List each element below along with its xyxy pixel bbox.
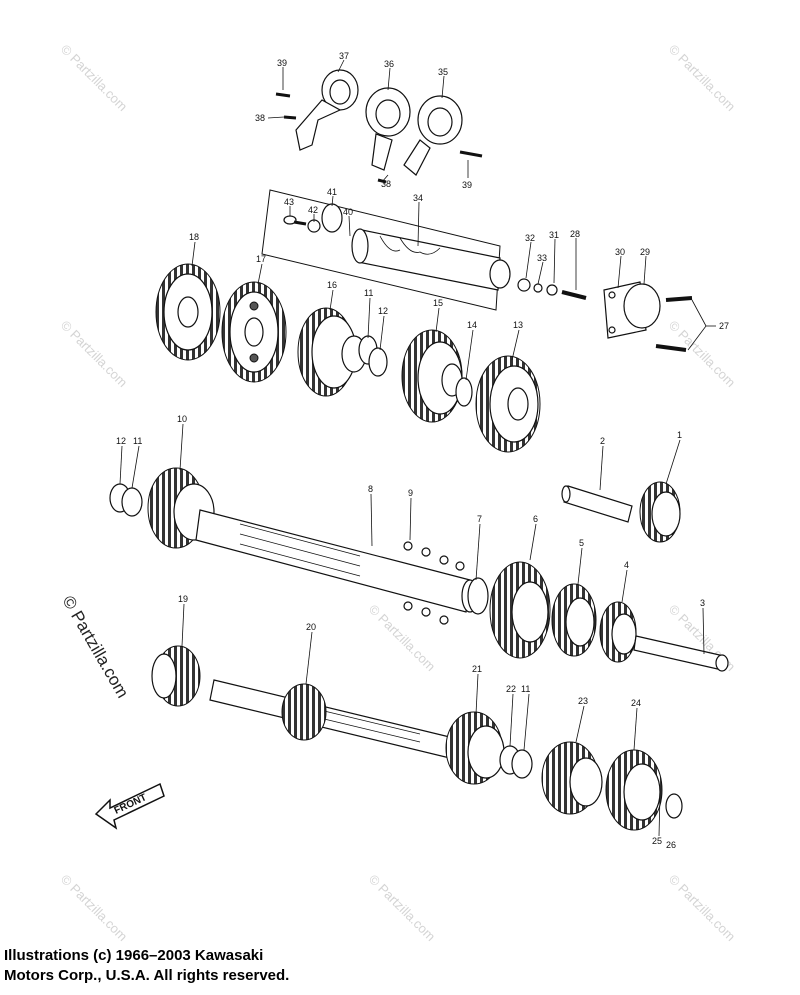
part-label[interactable]: 17 <box>256 254 266 264</box>
part-label[interactable]: 25 <box>652 836 662 846</box>
part-label[interactable]: 26 <box>666 840 676 850</box>
part-label[interactable]: 8 <box>368 484 373 494</box>
part-label[interactable]: 33 <box>537 253 547 263</box>
bearing-housing-29 <box>603 281 661 339</box>
shift-drum-frame <box>261 189 501 311</box>
part-label[interactable]: 22 <box>506 684 516 694</box>
watermark-7: © Partzilla.com <box>58 872 131 945</box>
part-label[interactable]: 13 <box>513 320 523 330</box>
part-label[interactable]: 20 <box>306 622 316 632</box>
shaft-3 <box>633 635 729 672</box>
copyright-line-1: Illustrations (c) 1966–2003 Kawasaki <box>4 947 264 964</box>
part-label[interactable]: 42 <box>308 205 318 215</box>
part-label[interactable]: 24 <box>631 698 641 708</box>
copyright-notice: Illustrations (c) 1966–2003 Kawasaki Mot… <box>4 946 289 986</box>
part-label[interactable]: 39 <box>462 180 472 190</box>
part-label[interactable]: 29 <box>640 247 650 257</box>
part-label[interactable]: 18 <box>189 232 199 242</box>
part-label[interactable]: 6 <box>533 514 538 524</box>
shift-fork-35 <box>403 95 463 176</box>
gear-13 <box>475 355 541 453</box>
gear-4 <box>599 601 637 663</box>
part-label[interactable]: 15 <box>433 298 443 308</box>
copyright-line-2: Motors Corp., U.S.A. All rights reserved… <box>4 967 290 984</box>
part-label[interactable]: 5 <box>579 538 584 548</box>
small-washers <box>517 278 587 300</box>
rings-11-12-top <box>358 335 388 377</box>
part-label[interactable]: 41 <box>327 187 337 197</box>
part-label[interactable]: 7 <box>477 514 482 524</box>
part-label[interactable]: 16 <box>327 280 337 290</box>
watermark-1: © Partzilla.com <box>58 42 131 115</box>
gear-18 <box>155 263 221 361</box>
part-label[interactable]: 4 <box>624 560 629 570</box>
part-label[interactable]: 10 <box>177 414 187 424</box>
part-label[interactable]: 32 <box>525 233 535 243</box>
part-label[interactable]: 39 <box>277 58 287 68</box>
part-label[interactable]: 43 <box>284 197 294 207</box>
shift-drum-34 <box>351 228 511 291</box>
gear-24 <box>605 749 663 831</box>
part-label[interactable]: 1 <box>677 430 682 440</box>
shaft-8 <box>195 509 479 613</box>
part-label[interactable]: 14 <box>467 320 477 330</box>
balls-9 <box>403 541 465 625</box>
bearing-14 <box>455 377 473 407</box>
watermark-main: © Partzilla.com <box>59 593 133 702</box>
part-label[interactable]: 38 <box>381 179 391 189</box>
gear-on-shaft-20 <box>281 683 327 741</box>
watermark-9: © Partzilla.com <box>666 872 739 945</box>
part-label[interactable]: 37 <box>339 51 349 61</box>
gear-16 <box>297 307 367 397</box>
part-label[interactable]: 12 <box>378 306 388 316</box>
part-label[interactable]: 30 <box>615 247 625 257</box>
shift-fork-36 <box>365 87 411 171</box>
part-label[interactable]: 34 <box>413 193 423 203</box>
watermark-2: © Partzilla.com <box>666 42 739 115</box>
part-label[interactable]: 31 <box>549 230 559 240</box>
bolts-27 <box>655 296 716 352</box>
ring-7 <box>467 577 489 615</box>
fork-pins <box>275 92 483 184</box>
part-label[interactable]: 12 <box>116 436 126 446</box>
gear-6 <box>489 561 551 659</box>
part-label[interactable]: 40 <box>343 207 353 217</box>
watermark-3: © Partzilla.com <box>58 318 131 391</box>
part-label[interactable]: 11 <box>133 436 142 446</box>
gear-5 <box>551 583 597 657</box>
part-label[interactable]: 21 <box>472 664 482 674</box>
part-label[interactable]: 3 <box>700 598 705 608</box>
front-label: FRONT <box>113 792 149 817</box>
front-arrow: FRONT <box>94 782 165 830</box>
part-labels: 39 37 36 35 38 38 39 41 43 42 40 34 32 3… <box>116 51 729 850</box>
part-label[interactable]: 11 <box>364 288 373 298</box>
gear-15 <box>401 329 463 423</box>
part-label[interactable]: 27 <box>719 321 729 331</box>
gear-1 <box>639 481 681 543</box>
shift-fork-37 <box>295 69 359 151</box>
watermark-8: © Partzilla.com <box>366 872 439 945</box>
gear-17 <box>221 281 287 383</box>
part-label[interactable]: 23 <box>578 696 588 706</box>
leader-lines <box>119 59 705 837</box>
rings-11-12-mid <box>109 483 143 517</box>
part-label[interactable]: 35 <box>438 67 448 77</box>
sleeve-2 <box>561 485 633 523</box>
washer-26 <box>665 793 683 819</box>
part-label[interactable]: 11 <box>521 684 530 694</box>
part-label[interactable]: 2 <box>600 436 605 446</box>
rings-22-11-bottom <box>499 745 533 779</box>
shaft-20 <box>209 679 463 761</box>
part-label[interactable]: 19 <box>178 594 188 604</box>
part-label[interactable]: 38 <box>255 113 265 123</box>
gear-23 <box>541 741 603 815</box>
part-label[interactable]: 28 <box>570 229 580 239</box>
gear-19 <box>151 645 201 707</box>
part-label[interactable]: 36 <box>384 59 394 69</box>
part-label[interactable]: 9 <box>408 488 413 498</box>
gear-21 <box>445 711 505 785</box>
